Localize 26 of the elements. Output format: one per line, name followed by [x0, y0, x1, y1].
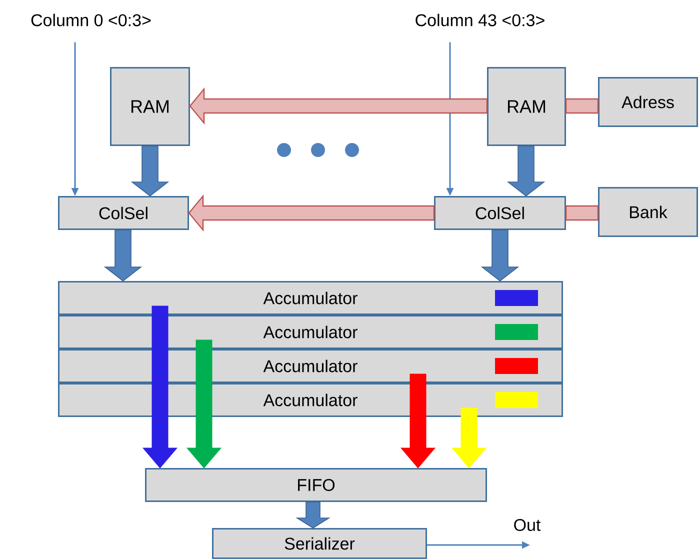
fifo-box: FIFO: [145, 468, 487, 502]
arrow: [130, 146, 170, 196]
ram-box: RAM: [110, 67, 190, 146]
column-label: Column 43 <0:3>: [416, 14, 544, 26]
ram-box: RAM: [487, 67, 566, 146]
arrow: [565, 98, 599, 114]
accumulator-row: Accumulator: [58, 281, 563, 315]
arrow: [452, 408, 486, 468]
accumulator-row: Accumulator: [58, 315, 563, 349]
colsel-box: ColSel: [58, 196, 189, 230]
arrow: [186, 340, 222, 468]
column-label: Column 0 <0:3>: [31, 14, 151, 26]
arrow: [142, 306, 178, 468]
arrow: [296, 502, 330, 528]
arrow: [506, 146, 546, 196]
bank-box: Bank: [598, 187, 698, 237]
address-box: Adress: [598, 77, 698, 127]
colsel-box: ColSel: [434, 196, 566, 230]
arrow: [104, 230, 142, 282]
arrow: [189, 87, 488, 125]
arrow: [400, 374, 436, 468]
serializer-box: Serializer: [212, 528, 427, 559]
arrow: [565, 205, 599, 221]
arrow: [480, 230, 520, 282]
arrow: [188, 194, 435, 232]
edge-label: Out: [514, 518, 541, 532]
